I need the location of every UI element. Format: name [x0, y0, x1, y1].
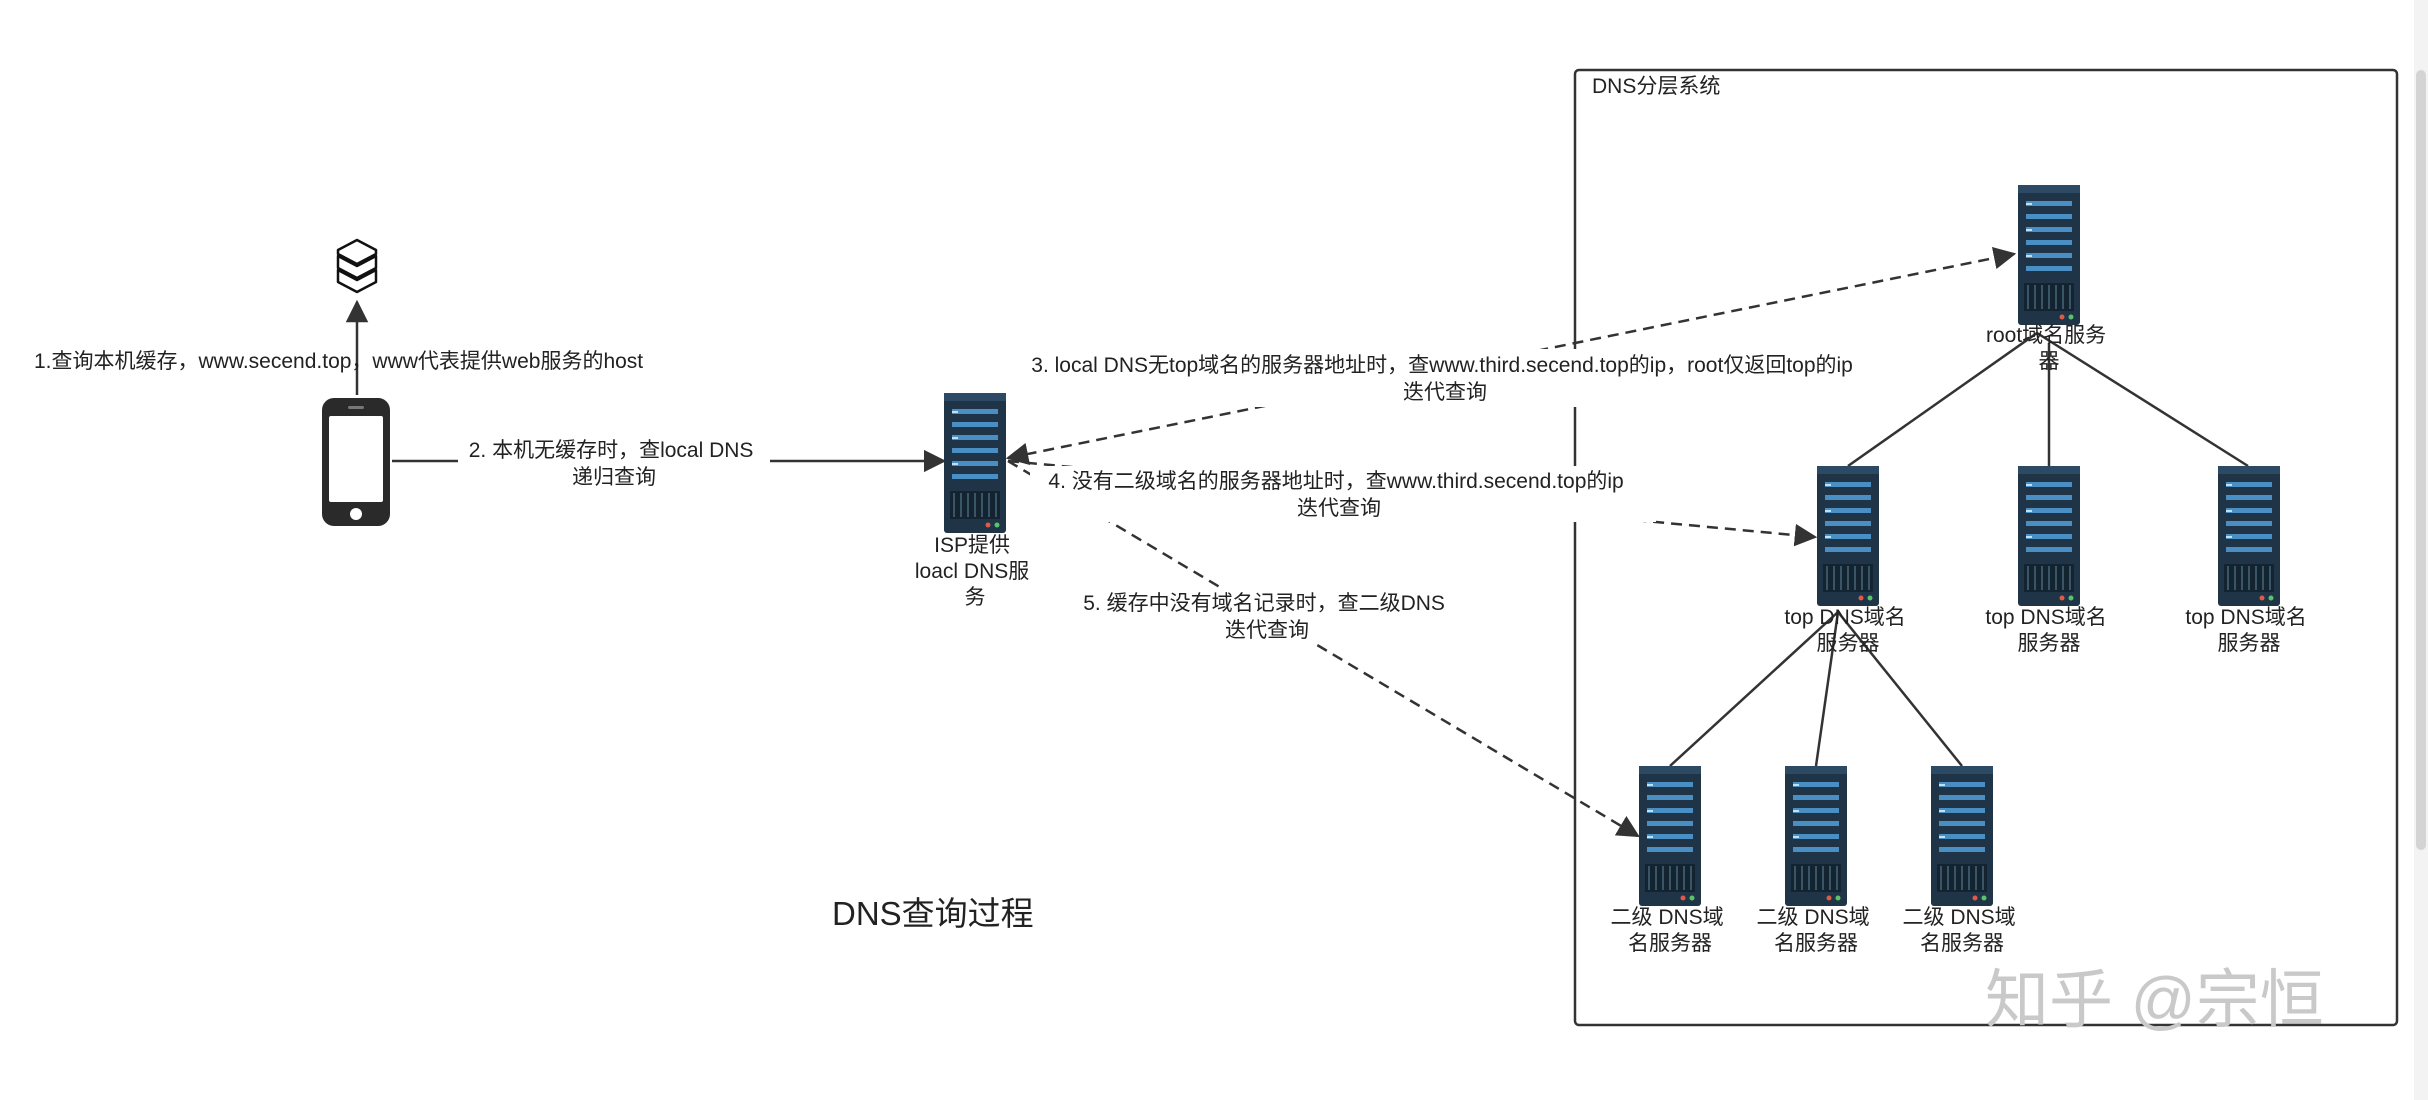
step5-label: 5. 缓存中没有域名记录时，查二级DNS 迭代查询: [1083, 592, 1451, 642]
second-server-label-3: 二级 DNS域 名服务器: [1902, 906, 2021, 955]
stack-cache-icon: [336, 238, 378, 294]
top-server-label-2: top DNS域名 服务器: [1985, 606, 2112, 655]
root-server-icon: [2017, 184, 2081, 326]
top-server-label-1: top DNS域名 服务器: [1784, 606, 1911, 655]
top-server-icon-2: [2017, 465, 2081, 607]
second-server-icon-1: [1638, 765, 1702, 907]
local-dns-server-icon: [943, 392, 1007, 534]
second-server-icon-2: [1784, 765, 1848, 907]
dns-hierarchy-group: [1573, 68, 2399, 1027]
group-title: DNS分层系统: [1592, 75, 1720, 98]
edge-top-second-3: [1837, 611, 1963, 767]
top-server-label-3: top DNS域名 服务器: [2185, 606, 2312, 655]
step3-label: 3. local DNS无top域名的服务器地址时，查www.third.sec…: [1031, 354, 1858, 404]
watermark: 知乎 @宗恒: [1985, 964, 2324, 1036]
step4-label: 4. 没有二级域名的服务器地址时，查www.third.secend.top的i…: [1048, 470, 1629, 520]
second-server-label-1: 二级 DNS域 名服务器: [1610, 906, 1729, 955]
top-server-icon-1: [1816, 465, 1880, 607]
top-server-icon-3: [2217, 465, 2281, 607]
edge-root-top-3: [2036, 331, 2249, 468]
edge-top-second-2: [1814, 611, 1840, 767]
second-server-icon-3: [1930, 765, 1994, 907]
scrollbar-thumb[interactable]: [2416, 70, 2426, 850]
edge-local-second: [1007, 459, 1640, 838]
root-server-label: root域名服务 器: [1986, 324, 2112, 373]
edge-top-second-1: [1669, 611, 1839, 767]
cache-query-label: 1.查询本机缓存，www.secend.top，www代表提供web服务的hos…: [34, 350, 643, 373]
vertical-scrollbar[interactable]: [2414, 0, 2428, 1100]
second-server-label-2: 二级 DNS域 名服务器: [1756, 906, 1875, 955]
step2-label: 2. 本机无缓存时，查local DNS 递归查询: [469, 439, 760, 489]
phone-icon: [322, 398, 390, 526]
diagram-title: DNS查询过程: [832, 895, 1034, 932]
local-dns-label: ISP提供 loacl DNS服 务: [915, 534, 1035, 609]
